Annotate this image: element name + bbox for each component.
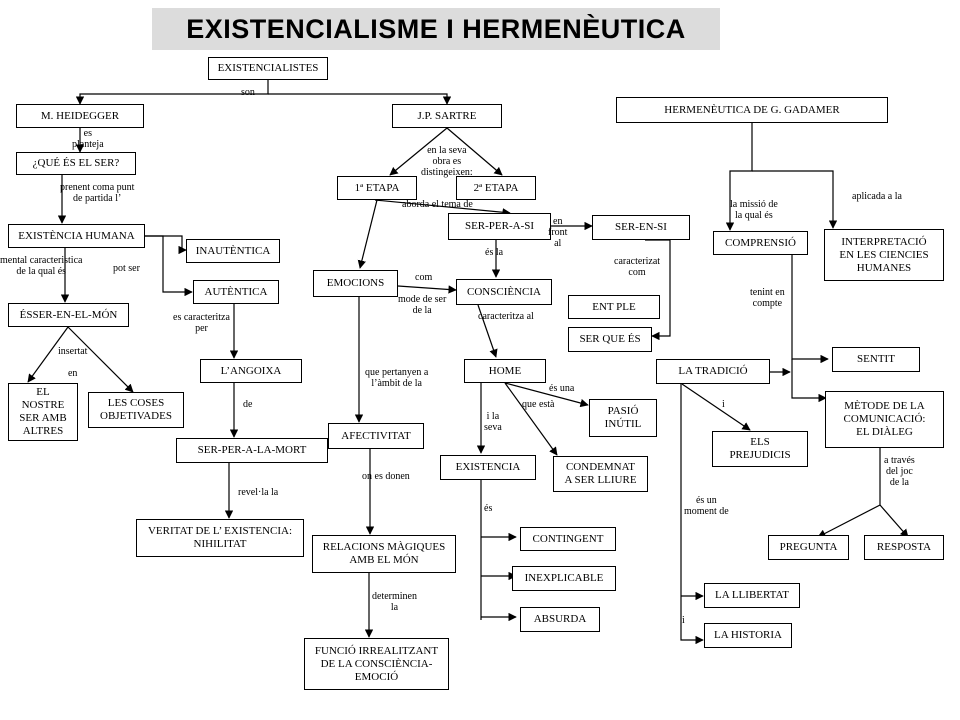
label-insertat-en: insertat en	[58, 346, 88, 379]
node-la-llibertat: LA LLIBERTAT	[704, 583, 800, 608]
node-la-historia: LA HISTORIA	[704, 623, 792, 648]
label-i-prejudicis: i	[722, 399, 725, 410]
node-emocions: EMOCIONS	[313, 270, 398, 297]
label-mental-caracteristica: mental caracteristica de la qual és	[0, 255, 83, 277]
node-consciencia: CONSCIÈNCIA	[456, 279, 552, 305]
node-veritat: VERITAT DE L’ EXISTENCIA: NIHILITAT	[136, 519, 304, 557]
label-es-caracteritza-per: es caracteritza per	[173, 312, 230, 334]
node-afectivitat: AFECTIVITAT	[328, 423, 424, 449]
label-en-front-al: en front al	[548, 216, 568, 249]
node-sartre: J.P. SARTRE	[392, 104, 502, 128]
node-absurda: ABSURDA	[520, 607, 600, 632]
node-ser-que-es: SER QUE ÉS	[568, 327, 652, 352]
node-la-tradicio: LA TRADICIÓ	[656, 359, 770, 384]
label-es: és	[484, 503, 493, 514]
node-metode: MÈTODE DE LA COMUNICACIÓ: EL DIÀLEG	[825, 391, 944, 448]
label-on-es-donen: on es donen	[362, 471, 410, 482]
node-comprensio: COMPRENSIÓ	[713, 231, 808, 255]
node-el-nostre-ser: EL NOSTRE SER AMB ALTRES	[8, 383, 78, 441]
label-que-esta: que està	[522, 399, 555, 410]
node-home: HOME	[464, 359, 546, 383]
node-que-es-el-ser: ¿QUÉ ÉS EL SER?	[16, 152, 136, 175]
label-en-la-seva-obra: en la seva obra es distingeixen:	[421, 145, 473, 178]
node-gadamer: HERMENÈUTICA DE G. GADAMER	[616, 97, 888, 123]
node-existencia: EXISTENCIA	[440, 455, 536, 480]
node-contingent: CONTINGENT	[520, 527, 616, 551]
label-que-pertanyen: que pertanyen a l’àmbit de la	[365, 367, 429, 389]
label-caracteritzat-com: caracterizat com	[614, 256, 661, 278]
label-aborda: aborda el tema de	[402, 199, 473, 210]
node-les-coses: LES COSES OBJETIVADES	[88, 392, 184, 428]
label-revel-la: revel·la la	[238, 487, 279, 498]
node-els-prejudicis: ELS PREJUDICIS	[712, 431, 808, 467]
label-prenent: prenent coma punt de partida l’	[60, 182, 135, 204]
node-autentica: AUTÈNTICA	[193, 280, 279, 304]
label-es-la: és la	[485, 247, 504, 258]
label-tenint-en-compte: tenint en compte	[750, 287, 785, 309]
node-entple: ENT PLE	[568, 295, 660, 319]
label-es-un-moment: és un moment de	[684, 495, 729, 517]
label-son: son	[241, 87, 255, 98]
label-a-traves: a través del joc de la	[884, 455, 915, 488]
label-es-planteja: es planteja	[72, 128, 104, 150]
label-mode-de-ser: mode de ser de la	[398, 294, 447, 316]
node-passio-inutil: PASIÓ INÚTIL	[589, 399, 657, 437]
label-aplicada-a-la: aplicada a la	[852, 191, 902, 202]
label-determinen-la: determinen la	[372, 591, 417, 613]
node-resposta: RESPOSTA	[864, 535, 944, 560]
map-title: EXISTENCIALISME I HERMENÈUTICA	[152, 8, 720, 50]
node-primera-etapa: 1ª ETAPA	[337, 176, 417, 200]
node-funcio-irrealitzant: FUNCIÓ IRREALITZANT DE LA CONSCIÈNCIA- E…	[304, 638, 449, 690]
label-la-missio: la missió de la qual és	[730, 199, 778, 221]
node-ser-per-a-la-mort: SER-PER-A-LA-MORT	[176, 438, 328, 463]
node-angoixa: L’ANGOIXA	[200, 359, 302, 383]
node-existencia-humana: EXISTÈNCIA HUMANA	[8, 224, 145, 248]
label-de: de	[243, 399, 253, 410]
node-ser-per-a-si: SER-PER-A-SI	[448, 213, 551, 240]
label-caracteritza-al: caracteritza al	[478, 311, 534, 322]
label-i-la-seva: i la seva	[484, 411, 502, 433]
node-inautentica: INAUTÈNTICA	[186, 239, 280, 263]
node-segona-etapa: 2ª ETAPA	[456, 176, 536, 200]
label-pot-ser: pot ser	[113, 263, 140, 274]
node-heidegger: M. HEIDEGGER	[16, 104, 144, 128]
node-interpretacio: INTERPRETACIÓ EN LES CIENCIES HUMANES	[824, 229, 944, 281]
label-com: com	[415, 272, 433, 283]
node-inexplicable: INEXPLICABLE	[512, 566, 616, 591]
node-condemnat: CONDEMNAT A SER LLIURE	[553, 456, 648, 492]
node-ser-en-si: SER-EN-SI	[592, 215, 690, 240]
node-existencialistes: EXISTENCIALISTES	[208, 57, 328, 80]
label-i-historia: i	[682, 615, 685, 626]
node-esser-en-el-mon: ÉSSER-EN-EL-MÓN	[8, 303, 129, 327]
node-sentit: SENTIT	[832, 347, 920, 372]
node-relacions-magiques: RELACIONS MÀGIQUES AMB EL MÓN	[312, 535, 456, 573]
label-es-una: és una	[549, 383, 575, 394]
node-pregunta: PREGUNTA	[768, 535, 849, 560]
